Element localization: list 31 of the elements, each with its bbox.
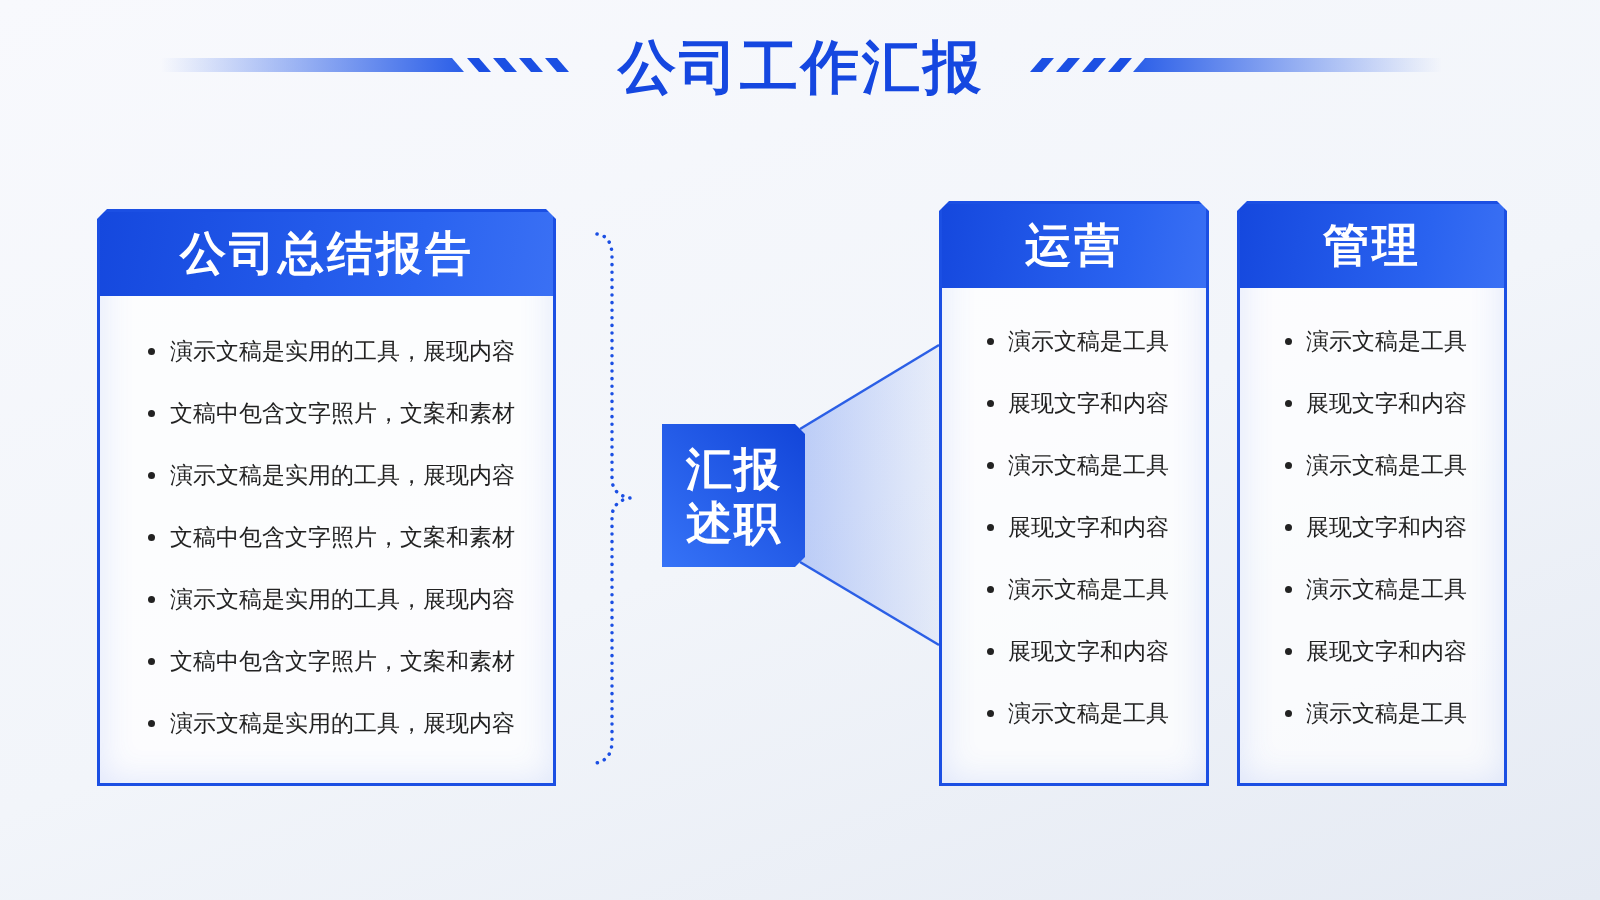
panel-heading: 公司总结报告: [100, 212, 553, 296]
connector-line: [799, 343, 940, 431]
page-title: 公司工作汇报: [618, 36, 984, 98]
list-item: 文稿中包含文字照片，文案和素材: [170, 399, 515, 428]
list-item: 展现文字和内容: [1306, 637, 1467, 666]
list-item: 展现文字和内容: [1306, 389, 1467, 418]
list-item: 文稿中包含文字照片，文案和素材: [170, 647, 515, 676]
panel-card: [97, 209, 556, 786]
list-item: 演示文稿是工具: [1008, 575, 1169, 604]
list-item: 演示文稿是工具: [1008, 327, 1169, 356]
list-item: 展现文字和内容: [1008, 389, 1169, 418]
panel-card: [939, 201, 1209, 786]
list-item: 文稿中包含文字照片，文案和素材: [170, 523, 515, 552]
list-item: 演示文稿是实用的工具，展现内容: [170, 585, 515, 614]
list-item: 演示文稿是实用的工具，展现内容: [170, 461, 515, 490]
list-item: 展现文字和内容: [1008, 513, 1169, 542]
list-item: 演示文稿是实用的工具，展现内容: [170, 337, 515, 366]
list-item: 演示文稿是工具: [1306, 699, 1467, 728]
label-tile: 汇报述职: [662, 424, 805, 567]
list-item: 演示文稿是实用的工具，展现内容: [170, 709, 515, 738]
list-item: 演示文稿是工具: [1306, 327, 1467, 356]
list-item: 演示文稿是工具: [1008, 451, 1169, 480]
connector-line: [799, 560, 940, 647]
panel-card: [1237, 201, 1507, 786]
list-item: 展现文字和内容: [1008, 637, 1169, 666]
list-item: 演示文稿是工具: [1306, 451, 1467, 480]
list-item: 展现文字和内容: [1306, 513, 1467, 542]
list-item: 演示文稿是工具: [1008, 699, 1169, 728]
list-item: 演示文稿是工具: [1306, 575, 1467, 604]
panel-heading: 运营: [942, 204, 1206, 288]
panel-heading: 管理: [1240, 204, 1504, 288]
